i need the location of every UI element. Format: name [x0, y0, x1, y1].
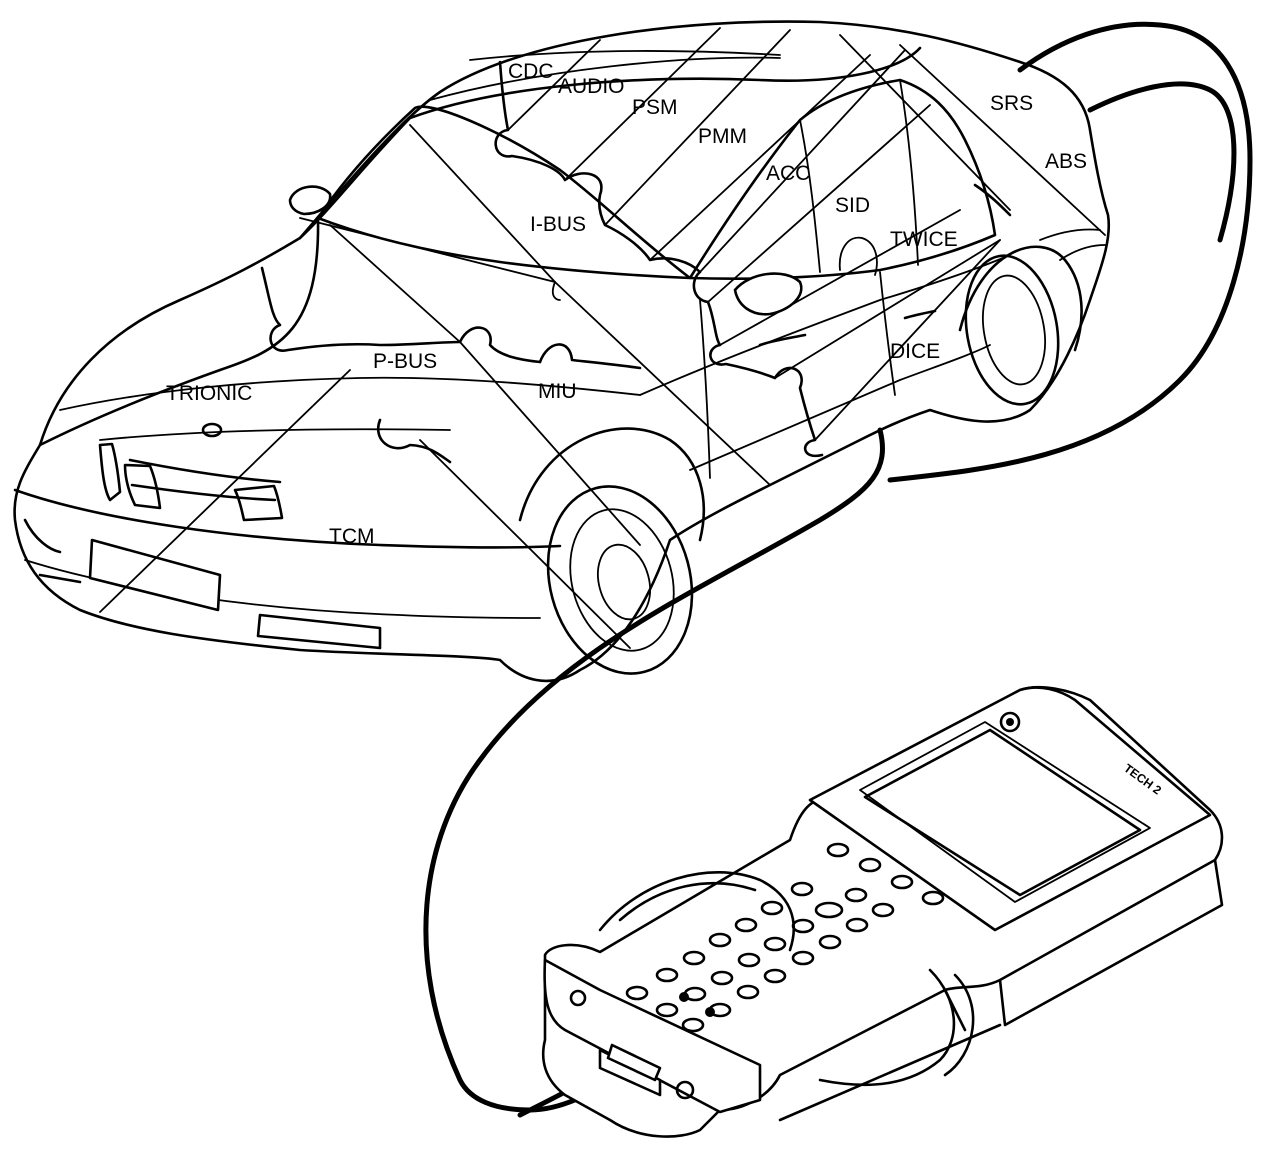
tech2-scan-tool: TECH 2	[541, 685, 1224, 1138]
label-psm: PSM	[632, 96, 678, 119]
label-dice: DICE	[890, 340, 940, 363]
bus-puzzle-lines	[99, 27, 1106, 649]
label-cdc: CDC	[508, 60, 554, 83]
label-i-bus: I-BUS	[530, 213, 586, 236]
label-tcm: TCM	[329, 525, 375, 548]
module-labels: CDC AUDIO PSM PMM SRS ABS ACC SID TWICE …	[166, 60, 1087, 548]
label-acc: ACC	[766, 162, 810, 185]
label-abs: ABS	[1045, 150, 1087, 173]
label-srs: SRS	[990, 92, 1033, 115]
label-sid: SID	[835, 194, 870, 217]
car-outline	[13, 20, 1111, 683]
label-pmm: PMM	[698, 125, 747, 148]
label-audio: AUDIO	[558, 75, 625, 98]
tool-keypad	[625, 842, 945, 1033]
label-p-bus: P-BUS	[373, 350, 437, 373]
label-twice: TWICE	[890, 228, 958, 251]
label-miu: MIU	[538, 380, 577, 403]
label-trionic: TRIONIC	[166, 382, 252, 405]
